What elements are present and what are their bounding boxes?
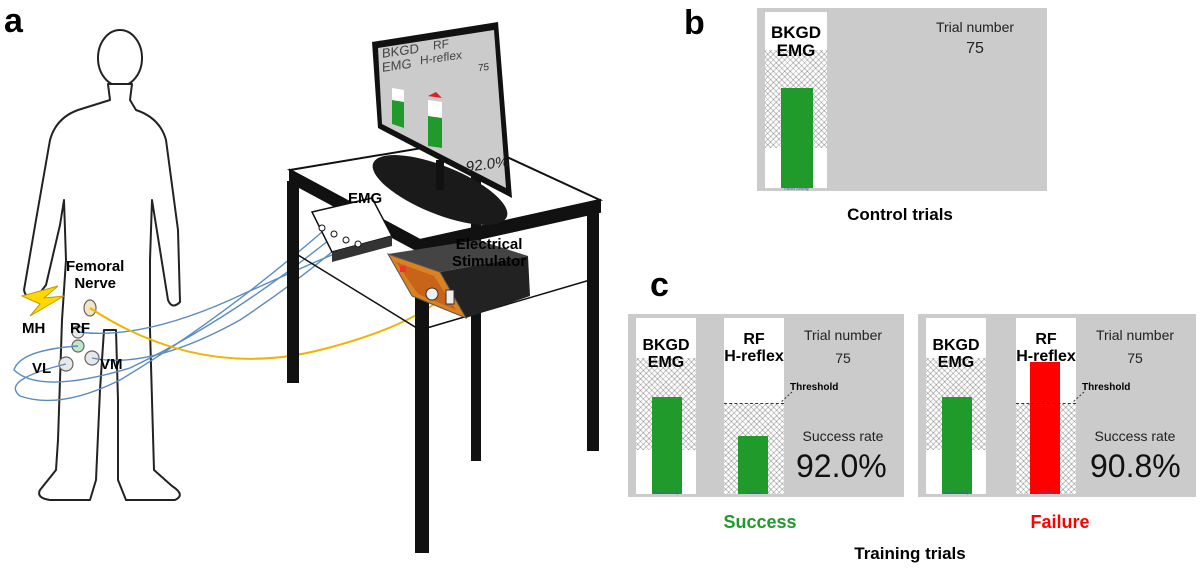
rf-h-reflex-label: RF H-reflex (724, 331, 784, 365)
monitor-rf-label: RF H-reflex (420, 36, 463, 68)
rf-h-reflex-label: RF H-reflex (1016, 331, 1076, 365)
monitor-success-value: 92.0% (466, 153, 509, 177)
trial-number-label: Trial number (803, 327, 883, 343)
label-electrical-stimulator: Electrical Stimulator (452, 236, 527, 271)
monitor-trial-value: 75 (478, 61, 490, 75)
label-rf: RF (70, 320, 90, 337)
success-rate-label: Success rate (802, 428, 884, 444)
trial-number-value: 75 (1127, 350, 1143, 366)
stimulator-cable (89, 299, 441, 360)
success-caption: Success (723, 512, 797, 532)
bkgd-emg-label: BKGD EMG (932, 337, 980, 371)
experimental-setup-illustration (13, 22, 604, 553)
lightning-icon (20, 285, 65, 317)
person-figure (23, 29, 181, 501)
failure-trial-screen: BKGD EMG Traces Activity RF H-reflex Thr… (918, 314, 1196, 497)
bkgd-emg-bar (942, 397, 972, 494)
monitor-bkgd-label: BKGD EMG (382, 40, 419, 76)
success-rate-label: Success rate (1094, 428, 1176, 444)
trial-number-label: Trial number (1095, 327, 1175, 343)
control-trials-caption: Control trials (847, 205, 953, 224)
rf-h-reflex-bar (1030, 362, 1060, 494)
emg-amplifier-box (310, 197, 394, 262)
threshold-line (724, 403, 784, 404)
failure-caption: Failure (1030, 512, 1090, 532)
success-trial-screen: BKGD EMG Traces Activity RF H-reflex Thr… (628, 314, 904, 497)
trial-number-value: 75 (966, 40, 984, 57)
electrical-stimulator-device (386, 240, 530, 320)
bkgd-emg-bar (781, 88, 813, 188)
label-femoral-nerve: Femoral Nerve (66, 258, 125, 293)
label-emg: EMG (348, 190, 383, 207)
panel-label-c: c (650, 266, 669, 304)
control-trial-screen: BKGD EMG Traces Activity Trial number 75 (757, 8, 1047, 191)
monitor-bars (392, 88, 442, 148)
monitor-screen-text: BKGD EMG RF H-reflex 75 92.0% (380, 29, 510, 197)
training-trials-caption: Training trials (854, 544, 966, 563)
bkgd-emg-bar (652, 397, 682, 494)
threshold-line (1016, 403, 1076, 404)
bkgd-emg-label: BKGD EMG (642, 337, 690, 371)
label-vl: VL (32, 360, 52, 377)
panel-label-a: a (4, 2, 23, 40)
label-vm: VM (100, 356, 123, 373)
trial-number-label: Trial number (935, 19, 1015, 35)
trial-number-value: 75 (835, 350, 851, 366)
threshold-label: Threshold (790, 382, 839, 393)
rf-h-reflex-bar (738, 436, 768, 494)
success-rate-value: 92.0% (796, 448, 887, 484)
success-rate-value: 90.8% (1090, 448, 1181, 484)
panel-label-b: b (684, 4, 705, 42)
label-mh: MH (22, 320, 46, 337)
bkgd-emg-label: BKGD EMG (770, 23, 822, 60)
threshold-label: Threshold (1082, 382, 1131, 393)
